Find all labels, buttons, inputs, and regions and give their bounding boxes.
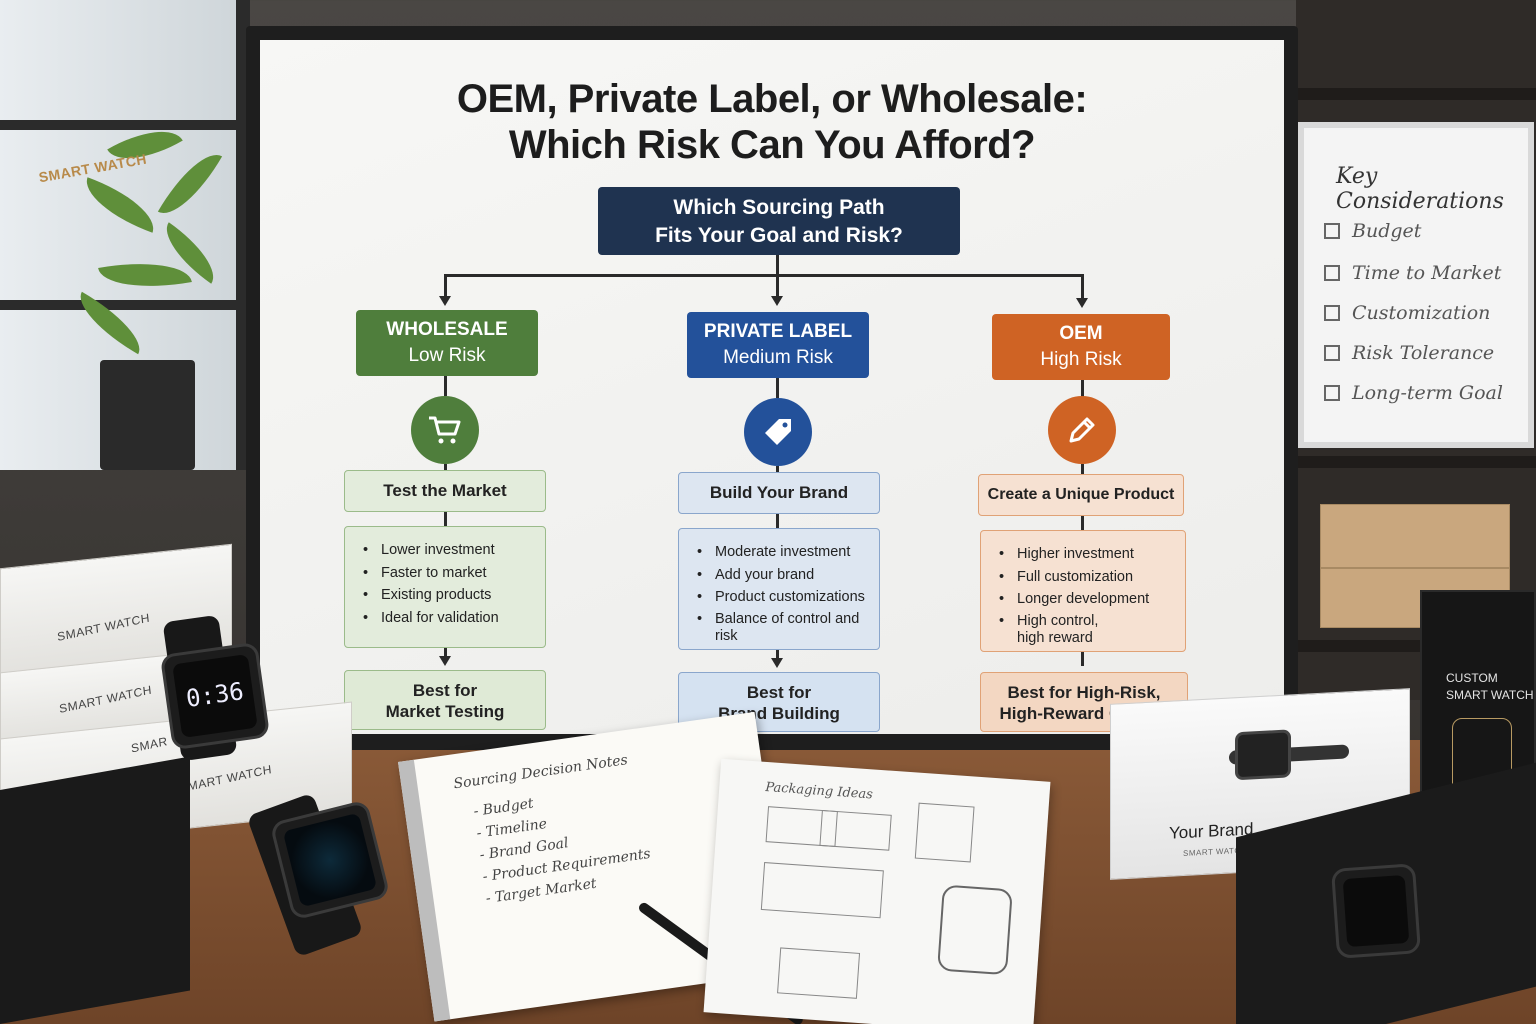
connector-line: [444, 274, 447, 298]
custom-box-label: CUSTOM SMART WATCH: [1446, 671, 1534, 702]
arrow-icon: [439, 656, 451, 666]
packaging-sketch-sheet: Packaging Ideas: [703, 758, 1051, 1024]
trait-item: Longer development: [997, 588, 1177, 611]
oem-goal: Create a Unique Product: [978, 474, 1184, 516]
arrow-icon: [1076, 298, 1088, 308]
oem-traits: Higher investment Full customization Lon…: [980, 530, 1186, 652]
private-label-traits: Moderate investment Add your brand Produ…: [678, 528, 880, 650]
sketch-title: Packaging Ideas: [764, 779, 874, 803]
key-consideration-item: Time to Market: [1324, 262, 1501, 284]
key-considerations-title: Key Considerations: [1336, 164, 1504, 214]
smart-watch: 0:36: [159, 641, 271, 751]
watch-screen: 0:36: [172, 654, 258, 738]
private-label-goal: Build Your Brand: [678, 472, 880, 514]
connector-line: [776, 255, 779, 275]
checkbox-icon: [1324, 265, 1340, 281]
trait-item: Ideal for validation: [361, 607, 537, 630]
flowchart-board: OEM, Private Label, or Wholesale: Which …: [246, 26, 1298, 750]
connector-line: [776, 650, 779, 662]
trait-item: Higher investment: [997, 543, 1177, 566]
black-gift-box: [0, 756, 190, 1024]
question-box: Which Sourcing Path Fits Your Goal and R…: [598, 187, 960, 255]
key-consideration-item: Long-term Goal: [1324, 382, 1503, 404]
connector-line: [444, 274, 1084, 277]
wholesale-goal: Test the Market: [344, 470, 546, 512]
connector-line: [444, 376, 447, 396]
board-surface: OEM, Private Label, or Wholesale: Which …: [260, 40, 1284, 734]
arrow-icon: [771, 296, 783, 306]
trait-item: Existing products: [361, 584, 537, 607]
board-title: OEM, Private Label, or Wholesale: Which …: [456, 77, 1088, 167]
key-consideration-item: Risk Tolerance: [1324, 342, 1494, 364]
connector-line: [776, 514, 779, 530]
trait-item: Balance of control and risk: [695, 609, 871, 645]
connector-line: [1081, 380, 1084, 398]
trait-item: Faster to market: [361, 562, 537, 585]
connector-line: [444, 648, 447, 660]
notebook-item: - Timeline: [475, 815, 549, 842]
arrow-icon: [771, 658, 783, 668]
connector-line: [1081, 516, 1084, 532]
watch-screen: [282, 812, 378, 908]
checkbox-icon: [1324, 345, 1340, 361]
key-consideration-item: Customization: [1324, 302, 1490, 324]
wholesale-traits: Lower investment Faster to market Existi…: [344, 526, 546, 648]
trait-item: Moderate investment: [695, 541, 871, 564]
arrow-icon: [439, 296, 451, 306]
notebook-item: - Budget: [472, 795, 535, 820]
tag-icon: [744, 398, 812, 466]
watch-screen: [1342, 874, 1410, 948]
trait-item: Product customizations: [695, 586, 871, 609]
connector-line: [444, 512, 447, 528]
smart-watch: [1330, 863, 1422, 959]
connector-line: [1081, 274, 1084, 300]
checkbox-icon: [1324, 305, 1340, 321]
pencil-icon: [1048, 396, 1116, 464]
watch-illustration: [1235, 729, 1291, 781]
key-consideration-item: Budget: [1324, 220, 1421, 242]
trait-item: Full customization: [997, 566, 1177, 589]
trait-item: High control, high reward: [997, 611, 1177, 647]
trait-item: Lower investment: [361, 539, 537, 562]
plant-pot: [100, 360, 195, 470]
connector-line: [776, 378, 779, 398]
cart-icon: [411, 396, 479, 464]
checkbox-icon: [1324, 223, 1340, 239]
connector-line: [776, 274, 779, 298]
checkbox-icon: [1324, 385, 1340, 401]
notebook-title: Sourcing Decision Notes: [452, 752, 629, 793]
trait-item: Add your brand: [695, 564, 871, 587]
connector-line: [1081, 652, 1084, 666]
key-considerations-board: Key Considerations Budget Time to Market…: [1298, 122, 1534, 448]
